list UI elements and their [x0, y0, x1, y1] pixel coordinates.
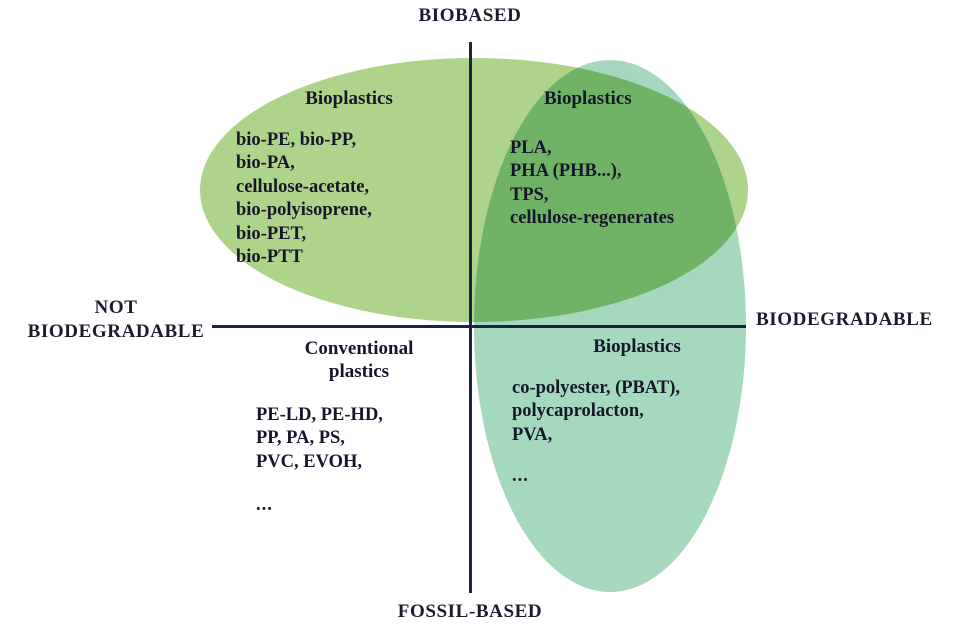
axis-label-biobased: BIOBASED: [418, 5, 522, 26]
quadrant-item-list: co-polyester, (PBAT), polycaprolacton, P…: [512, 377, 681, 445]
axis-label-biodegradable: BIODEGRADABLE: [756, 309, 933, 330]
quadrant-title: Conventional plastics: [304, 338, 414, 382]
quadrant-title: Bioplastics: [593, 336, 681, 357]
quadrant-item-list: PLA, PHA (PHB...), TPS, cellulose-regene…: [510, 137, 675, 229]
vertical-axis-line: [469, 42, 472, 593]
quadrant-title: Bioplastics: [544, 88, 632, 109]
axis-label-fossil-based: FOSSIL-BASED: [397, 601, 543, 622]
horizontal-axis-line: [212, 325, 746, 328]
quadrant-title: Bioplastics: [305, 88, 393, 109]
quadrant-item-list-more: ...: [256, 495, 273, 516]
quadrant-item-list: PE-LD, PE-HD, PP, PA, PS, PVC, EVOH,: [256, 404, 383, 472]
quadrant-biobased-biodegradable: Bioplastics PLA, PHA (PHB...), TPS, cell…: [510, 88, 750, 231]
axis-label-not-biodegradable: NOT BIODEGRADABLE: [27, 297, 205, 342]
quadrant-fossilbased-not-biodegradable: Conventional plastics PE-LD, PE-HD, PP, …: [256, 338, 462, 518]
quadrant-biobased-not-biodegradable: Bioplastics bio-PE, bio-PP, bio-PA, cell…: [236, 88, 462, 270]
quadrant-item-list-more: ...: [512, 466, 529, 487]
quadrant-fossilbased-biodegradable: Bioplastics co-polyester, (PBAT), polyca…: [512, 336, 762, 489]
quadrant-item-list: bio-PE, bio-PP, bio-PA, cellulose-acetat…: [236, 129, 372, 268]
